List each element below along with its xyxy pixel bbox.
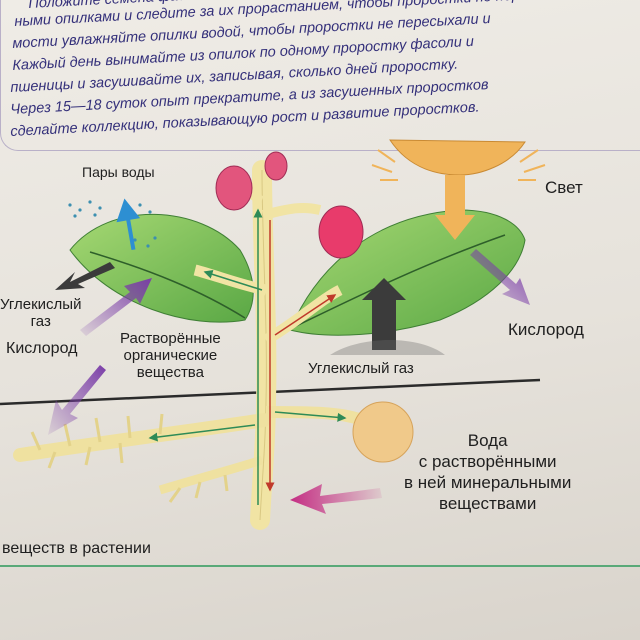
sun-icon — [389, 139, 526, 176]
caption: веществ в растении — [2, 540, 151, 557]
fruit — [318, 205, 364, 259]
sun-rays — [371, 149, 546, 181]
instruction-box-border — [0, 0, 640, 151]
branch-arrow — [274, 294, 337, 336]
right-leaf-vein — [291, 234, 506, 329]
instruction-box: Положите семена фасоли в опилки и следит… — [0, 0, 640, 151]
co2-right-arrow — [362, 278, 406, 350]
root-arrow — [274, 411, 347, 422]
stem-edge — [259, 169, 267, 521]
upper-branch — [261, 202, 322, 220]
label-oxygen-left: Кислород — [6, 340, 78, 357]
label-light: Свет — [545, 178, 583, 197]
oxygen-left-arrow — [48, 365, 106, 435]
label-oxygen-right: Кислород — [508, 320, 584, 339]
co2-cloud — [330, 340, 445, 355]
co2-left-arrow — [55, 262, 115, 290]
lower-root — [158, 455, 264, 495]
label-co2-left: Углекислый газ — [0, 296, 82, 330]
water-droplet — [352, 401, 414, 463]
bud — [264, 151, 288, 181]
label-water-vapor: Пары воды — [82, 164, 155, 180]
oxygen-right-arrow — [470, 249, 530, 305]
vapor-dots — [68, 200, 157, 248]
label-water-minerals: Вода с растворёнными в ней минеральными … — [404, 431, 572, 513]
label-co2-right: Углекислый газ — [308, 360, 414, 377]
left-leaf-vein — [89, 251, 246, 319]
co2-left-in-arrow — [80, 278, 152, 336]
vapor-arrow — [116, 198, 141, 251]
water-in-arrow — [290, 484, 382, 514]
flower — [215, 165, 253, 211]
root-arrow — [148, 424, 256, 442]
branch-arrow — [203, 269, 263, 291]
label-dissolved-organics: Растворённые органические вещества — [120, 330, 221, 381]
root-hairs — [30, 413, 229, 503]
light-arrow — [435, 175, 475, 240]
